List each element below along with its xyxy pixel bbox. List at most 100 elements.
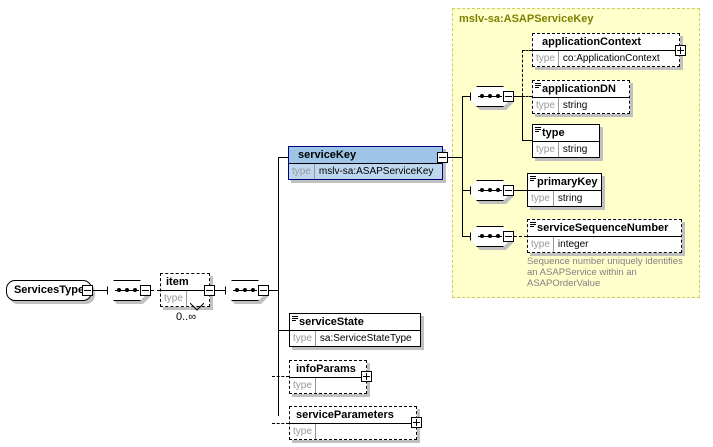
- root-complextype-label: ServicesType: [13, 284, 85, 296]
- element-primarykey[interactable]: primaryKey type string: [527, 173, 602, 207]
- item-repeat-marker: [190, 303, 204, 311]
- element-applicationdn-annotation-icon: [535, 83, 541, 88]
- element-serviceparameters-type-value: [316, 424, 323, 439]
- element-servicekey-type-label: type: [289, 164, 315, 179]
- element-applicationdn-type-value: string: [562, 100, 588, 111]
- root-toggle-minus[interactable]: [82, 285, 93, 296]
- line-to-servicestate: [278, 330, 289, 331]
- element-infoparams-name: infoParams: [290, 361, 366, 378]
- element-serviceparameters-toggle-plus[interactable]: [411, 417, 422, 428]
- element-applicationdn-name: applicationDN: [533, 81, 629, 98]
- line-sequence-item-stem: [269, 290, 278, 291]
- element-servicesequencenumber-type-row: type integer: [528, 237, 681, 252]
- element-servicekey-type-row: type mslv-sa:ASAPServiceKey: [289, 164, 442, 179]
- element-primarykey-type-value: string: [557, 193, 583, 204]
- sequence-primarykey-toggle-minus[interactable]: [503, 185, 514, 196]
- element-type-type-label: type: [533, 142, 559, 157]
- element-type[interactable]: type type string: [532, 124, 600, 158]
- element-infoparams[interactable]: infoParams type: [289, 360, 367, 394]
- line-to-serviceparameters: [272, 423, 289, 424]
- element-servicesequencenumber-annotation-icon: [530, 222, 536, 227]
- element-primarykey-annotation-icon: [530, 176, 536, 181]
- sequence-node-appcontext-dot-3: [496, 94, 500, 98]
- root-complextype-servicestype[interactable]: ServicesType: [6, 280, 92, 301]
- element-primarykey-type-label: type: [528, 191, 554, 206]
- element-servicesequencenumber-documentation: Sequence number uniquely identifies an A…: [527, 256, 683, 289]
- element-serviceparameters-type-label: type: [290, 424, 316, 439]
- element-type-name: type: [533, 125, 599, 142]
- element-item[interactable]: item type: [160, 273, 210, 307]
- element-primarykey-type-row: type string: [528, 191, 601, 206]
- element-serviceparameters-type-row: type: [290, 424, 416, 439]
- line-sequence-appcontext-stem: [514, 96, 522, 97]
- element-applicationcontext-toggle-plus[interactable]: [675, 45, 686, 56]
- element-type-type-value: string: [562, 144, 588, 155]
- sequence-node-root-dot-1: [117, 288, 121, 292]
- line-sequence-root-to-item: [151, 290, 160, 291]
- element-servicesequencenumber-name: serviceSequenceNumber: [528, 220, 681, 237]
- line-appcontext-branch-trunk: [522, 50, 523, 96]
- line-to-applicationdn: [522, 96, 532, 97]
- sequence-node-item-dot-1: [235, 288, 239, 292]
- line-to-infoparams: [272, 376, 289, 377]
- element-servicekey-type-value: mslv-sa:ASAPServiceKey: [318, 166, 434, 177]
- line-type-branch-trunk: [522, 96, 523, 140]
- element-applicationcontext[interactable]: applicationContext type co:ApplicationCo…: [532, 33, 680, 67]
- repeat-marker-shape: [190, 303, 204, 311]
- sequence-item-toggle-minus[interactable]: [258, 285, 269, 296]
- element-item-type-label: type: [161, 291, 187, 306]
- sequence-node-root-dot-3: [133, 288, 137, 292]
- line-trunk-to-sequence-primarykey: [462, 190, 470, 191]
- element-servicestate-name: serviceState: [290, 314, 420, 331]
- line-to-type: [522, 140, 532, 141]
- element-applicationdn-type-row: type string: [533, 98, 629, 113]
- sequence-node-primarykey-dot-2: [488, 188, 492, 192]
- element-infoparams-type-row: type: [290, 378, 366, 393]
- sequence-root-toggle-minus[interactable]: [140, 285, 151, 296]
- line-sequence-primarykey-to-box: [514, 190, 527, 191]
- sequence-node-servicesequencenumber-dot-1: [480, 234, 484, 238]
- element-servicestate-annotation-icon: [292, 316, 298, 321]
- line-sequence-seqnum-to-box: [514, 236, 527, 237]
- element-servicestate[interactable]: serviceState type sa:ServiceStateType: [289, 313, 421, 347]
- element-infoparams-type-value: [316, 378, 323, 393]
- sequence-node-primarykey-dot-1: [480, 188, 484, 192]
- element-servicesequencenumber-type-value: integer: [557, 239, 589, 250]
- line-to-servicekey: [278, 157, 289, 158]
- line-root-to-sequence: [93, 290, 107, 291]
- element-primarykey-name: primaryKey: [528, 174, 601, 191]
- element-applicationcontext-type-label: type: [533, 51, 559, 66]
- element-servicestate-type-label: type: [290, 331, 316, 346]
- element-servicekey-name: serviceKey: [289, 147, 442, 164]
- item-occurrence-label: 0..∞: [176, 311, 197, 323]
- element-infoparams-toggle-plus[interactable]: [361, 371, 372, 382]
- element-applicationcontext-type-row: type co:ApplicationContext: [533, 51, 679, 66]
- element-type-annotation-icon: [535, 127, 541, 132]
- element-serviceparameters-name: serviceParameters: [290, 407, 416, 424]
- element-serviceparameters[interactable]: serviceParameters type: [289, 406, 417, 440]
- element-servicekey-toggle-minus[interactable]: [437, 152, 448, 163]
- element-applicationcontext-name: applicationContext: [533, 34, 679, 51]
- line-item-children-trunk: [278, 157, 279, 416]
- line-item-to-sequence: [215, 290, 225, 291]
- line-servicekey-to-type-panel: [448, 157, 462, 158]
- type-panel-title: mslv-sa:ASAPServiceKey: [459, 13, 594, 25]
- sequence-node-appcontext-dot-2: [488, 94, 492, 98]
- sequence-node-item-dot-3: [251, 288, 255, 292]
- element-type-type-row: type string: [533, 142, 599, 157]
- sequence-node-item-dot-2: [243, 288, 247, 292]
- element-item-name: item: [161, 274, 209, 291]
- element-servicestate-type-value: sa:ServiceStateType: [319, 333, 412, 344]
- element-servicekey[interactable]: serviceKey type mslv-sa:ASAPServiceKey: [288, 146, 443, 180]
- sequence-node-servicesequencenumber-dot-2: [488, 234, 492, 238]
- element-applicationdn[interactable]: applicationDN type string: [532, 80, 630, 114]
- sequence-node-appcontext-dot-1: [480, 94, 484, 98]
- line-to-applicationcontext: [522, 50, 532, 51]
- element-servicestate-type-row: type sa:ServiceStateType: [290, 331, 420, 346]
- element-servicesequencenumber[interactable]: serviceSequenceNumber type integer: [527, 219, 682, 253]
- line-trunk-to-sequence-seqnum: [462, 236, 470, 237]
- sequence-appcontext-toggle-minus[interactable]: [503, 91, 514, 102]
- element-item-toggle-minus[interactable]: [204, 285, 215, 296]
- sequence-servicesequencenumber-toggle-minus[interactable]: [503, 231, 514, 242]
- sequence-node-root-dot-2: [125, 288, 129, 292]
